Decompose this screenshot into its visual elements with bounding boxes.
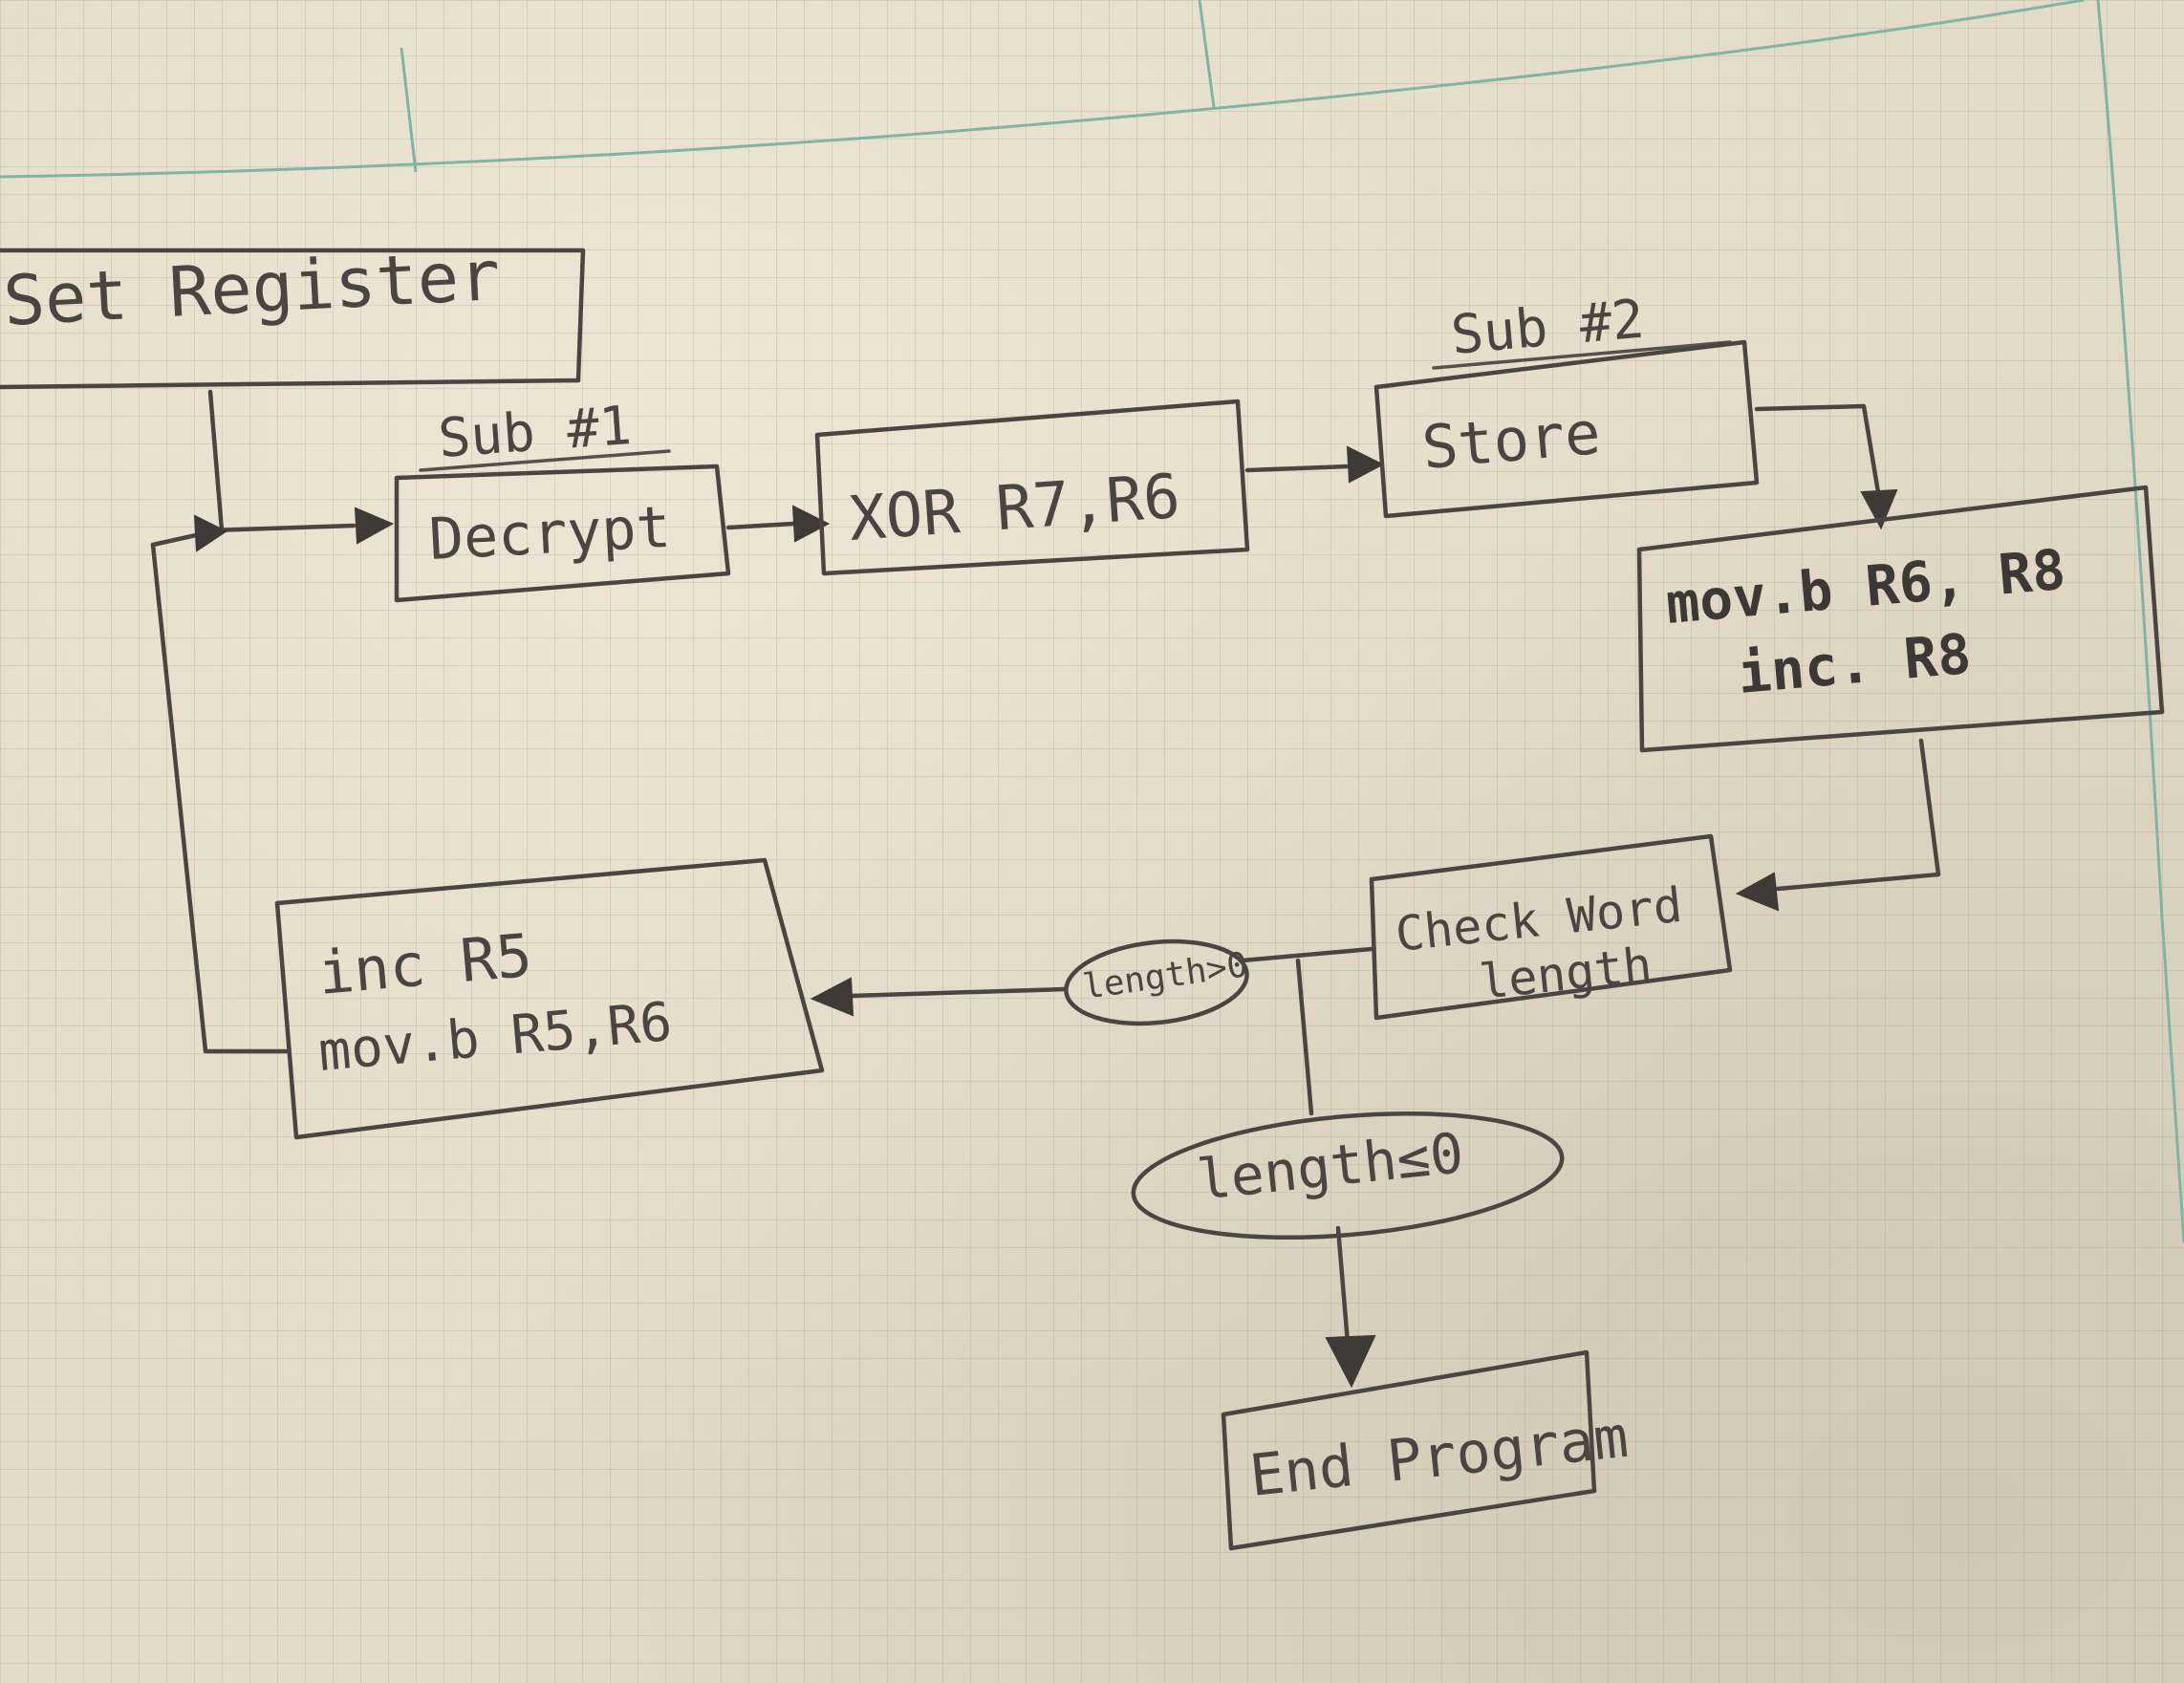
- connector-le0-to-end: [1335, 1225, 1351, 1346]
- connector-store-to-mov: [1754, 403, 1881, 495]
- arrow-into-mov: [1860, 488, 1898, 530]
- decrypt-label: Decrypt: [427, 494, 672, 573]
- inc-line-2: mov.b R5,R6: [316, 991, 675, 1084]
- check-length-node: Check Word length: [1369, 833, 1733, 1021]
- sub2-underline: [1432, 340, 1732, 370]
- arrow-into-check: [1735, 872, 1780, 912]
- mov-line-1: mov.b R6, R8: [1663, 537, 2067, 637]
- page-rule-right-vertical: [2096, 0, 2184, 1243]
- loop-back-line: [150, 532, 290, 1054]
- arrow-into-inc: [810, 977, 854, 1017]
- connector-decrypt-to-xor: [725, 521, 796, 530]
- arrow-into-xor: [791, 505, 831, 543]
- connector-branch-down: [1295, 958, 1314, 1116]
- arrow-into-decrypt: [354, 507, 395, 545]
- set-register-node: Set Register: [0, 235, 586, 390]
- inc-line-1: inc R5: [315, 920, 534, 1008]
- page-rule-mid-vertical: [1198, 0, 1216, 108]
- sub2-label: Sub #2: [1449, 289, 1647, 367]
- mov-inc-node: mov.b R6, R8 inc. R8: [1636, 485, 2165, 753]
- store-label: Store: [1419, 398, 1603, 483]
- store-node: Sub #2 Store: [1373, 289, 1760, 519]
- connector-gt0-to-inc: [848, 986, 1069, 999]
- connector-to-decrypt: [207, 523, 357, 533]
- length-gt-0-condition: length>0: [1064, 939, 1250, 1026]
- connector-mov-to-check: [1775, 738, 1941, 892]
- decrypt-node: Sub #1 Decrypt: [394, 395, 731, 603]
- inc-r5-node: inc R5 mov.b R5,R6: [274, 857, 825, 1140]
- arrow-into-store: [1346, 445, 1385, 484]
- sub1-underline: [419, 449, 671, 472]
- length-le-0-condition: length≤0: [1131, 1111, 1565, 1241]
- mov-line-2: inc. R8: [1735, 621, 1973, 706]
- connector-set-register-down: [207, 389, 225, 533]
- connector-xor-to-store: [1244, 464, 1351, 473]
- page-rule-left-vertical: [400, 47, 418, 173]
- connector-check-to-branches: [1240, 946, 1374, 963]
- xor-label: XOR R7,R6: [847, 462, 1182, 555]
- arrow-loop-join: [193, 514, 227, 552]
- end-program-node: End Program: [1221, 1349, 1632, 1551]
- arrow-into-end: [1325, 1334, 1376, 1389]
- xor-node: XOR R7,R6: [814, 399, 1250, 576]
- page-rule-top: [0, 0, 2085, 179]
- sub1-label: Sub #1: [436, 395, 633, 470]
